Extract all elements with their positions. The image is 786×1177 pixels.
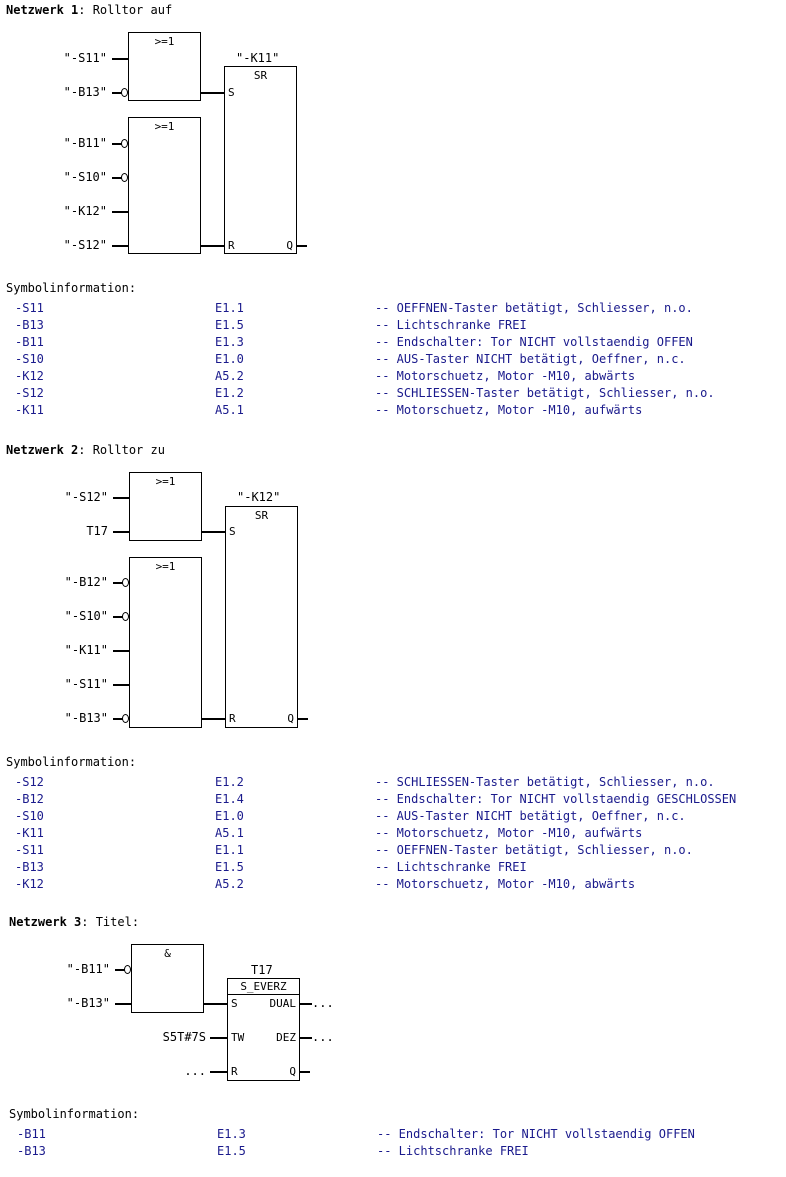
sr-set-pin: S xyxy=(229,525,236,538)
network-3-title: Netzwerk 3: Titel: xyxy=(9,915,140,929)
symbol-info-heading: Symbolinformation: xyxy=(9,1107,140,1121)
sr-reset-pin: R xyxy=(229,712,236,725)
input-b13: "-B13" xyxy=(66,996,110,1010)
timer-type: S_EVERZ xyxy=(240,980,287,993)
sr-reset-pin: R xyxy=(228,239,235,252)
negation-circle xyxy=(122,612,129,621)
sr-type: SR xyxy=(254,509,269,522)
and-gate-label: & xyxy=(164,947,171,960)
input-s11: "-S11" xyxy=(63,51,107,65)
or-gate-1[interactable]: >=1 xyxy=(129,472,202,541)
timer-tw-value: S5T#7S xyxy=(162,1030,206,1044)
and-gate[interactable]: & xyxy=(131,944,204,1013)
input-b11: "-B11" xyxy=(63,136,107,150)
timer-dual-value: ... xyxy=(312,996,334,1010)
negation-circle xyxy=(121,139,128,148)
timer-tw-pin: TW xyxy=(231,1031,245,1044)
input-b11: "-B11" xyxy=(66,962,110,976)
timer-dez-value: ... xyxy=(312,1030,334,1044)
sr-set-pin: S xyxy=(228,86,235,99)
timer-dez-pin: DEZ xyxy=(276,1031,296,1044)
input-s10: "-S10" xyxy=(64,609,108,623)
timer-s-pin: S xyxy=(231,997,238,1010)
symbol-info-heading: Symbolinformation: xyxy=(6,755,137,769)
negation-circle xyxy=(121,88,128,97)
network-1-title: Netzwerk 1: Rolltor auf xyxy=(6,3,173,17)
sr-name: "-K11" xyxy=(236,51,280,65)
sr-flipflop-k12[interactable]: SR S R Q xyxy=(225,506,298,728)
input-t17: T17 xyxy=(86,524,108,538)
input-b13: "-B13" xyxy=(64,711,108,725)
timer-r-pin: R xyxy=(231,1065,238,1078)
or-gate-label: >=1 xyxy=(155,475,176,488)
negation-circle xyxy=(122,714,129,723)
input-s11: "-S11" xyxy=(64,677,108,691)
negation-circle xyxy=(124,965,131,974)
timer-r-value: ... xyxy=(184,1064,206,1078)
timer-s-everz[interactable]: S_EVERZ S DUAL TW DEZ R Q xyxy=(227,978,300,1081)
or-gate-2[interactable]: >=1 xyxy=(128,117,201,254)
negation-circle xyxy=(122,578,129,587)
or-gate-2[interactable]: >=1 xyxy=(129,557,202,728)
negation-circle xyxy=(121,173,128,182)
input-s10: "-S10" xyxy=(63,170,107,184)
sr-q-pin: Q xyxy=(287,712,294,725)
or-gate-label: >=1 xyxy=(155,560,176,573)
input-s12: "-S12" xyxy=(63,238,107,252)
sr-q-pin: Q xyxy=(286,239,293,252)
or-gate-label: >=1 xyxy=(154,120,175,133)
timer-dual-pin: DUAL xyxy=(269,997,297,1010)
input-s12: "-S12" xyxy=(64,490,108,504)
input-b13: "-B13" xyxy=(63,85,107,99)
input-k12: "-K12" xyxy=(63,204,107,218)
sr-flipflop-k11[interactable]: SR S R Q xyxy=(224,66,297,254)
or-gate-1[interactable]: >=1 xyxy=(128,32,201,101)
input-b12: "-B12" xyxy=(64,575,108,589)
timer-name: T17 xyxy=(251,963,273,977)
network-2-title: Netzwerk 2: Rolltor zu xyxy=(6,443,165,457)
sr-type: SR xyxy=(253,69,268,82)
timer-q-pin: Q xyxy=(289,1065,296,1078)
sr-name: "-K12" xyxy=(237,490,281,504)
or-gate-label: >=1 xyxy=(154,35,175,48)
input-k11: "-K11" xyxy=(64,643,108,657)
symbol-info-heading: Symbolinformation: xyxy=(6,281,137,295)
